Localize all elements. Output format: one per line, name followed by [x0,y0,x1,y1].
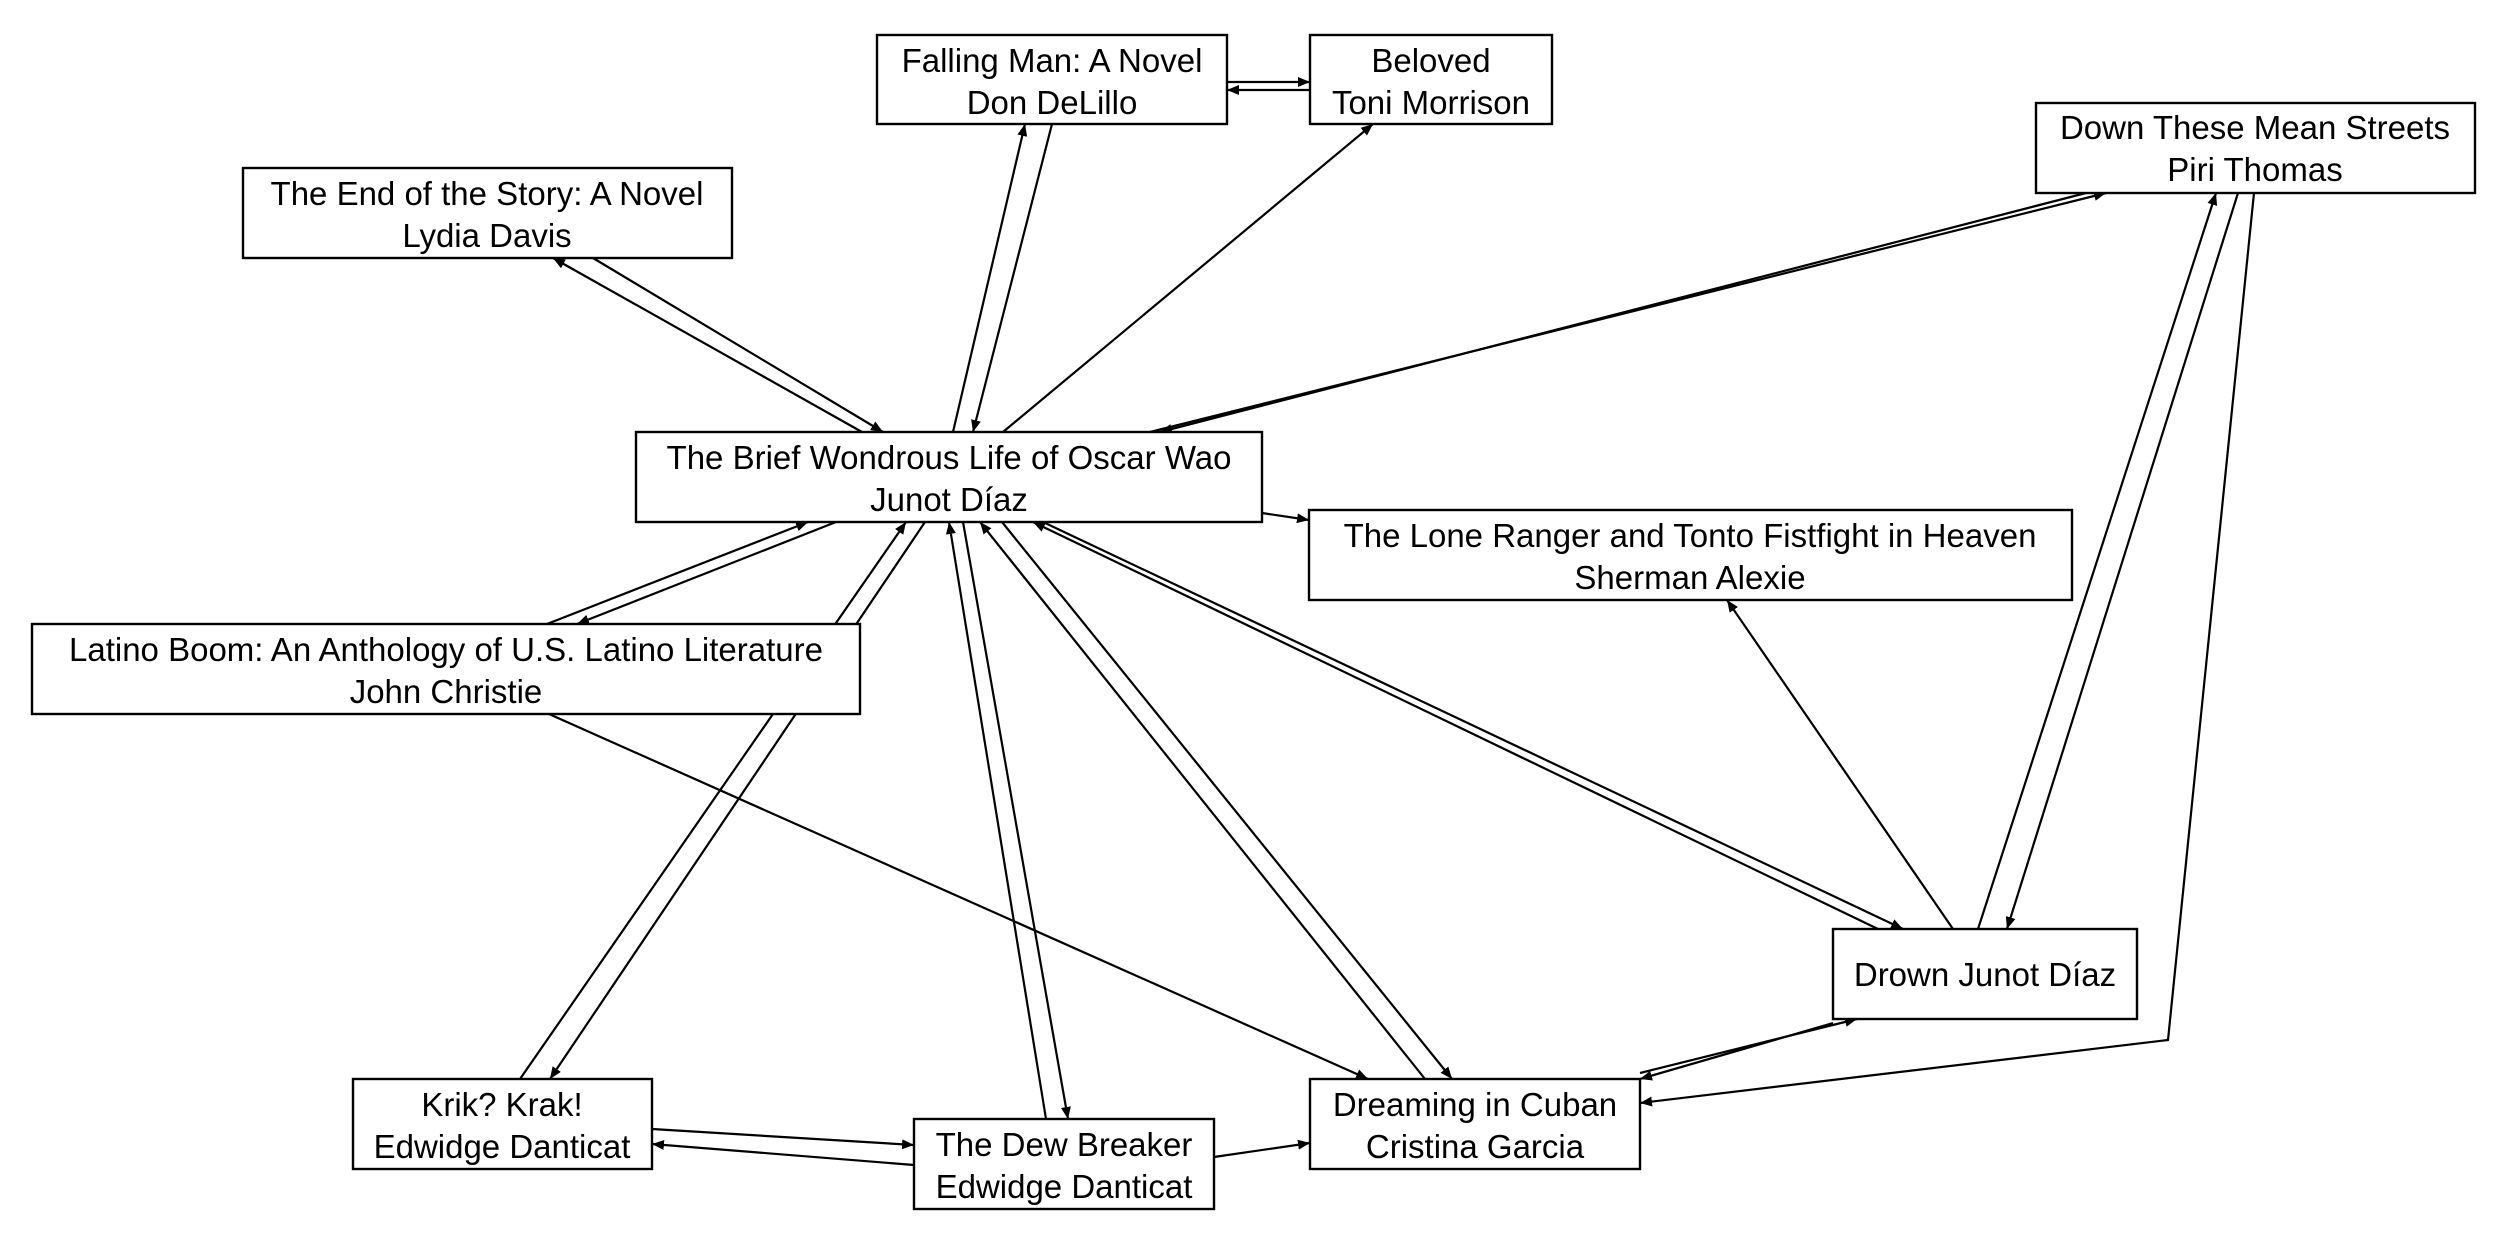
edge-oscar-to-beloved [1002,123,1374,433]
node-end-of-the-story[interactable]: The End of the Story: A Novel Lydia Davi… [241,166,734,260]
node-dreaming-in-cuban-title: Dreaming in Cuban [1333,1086,1617,1123]
edge-oscar-to-lone [1261,511,1310,524]
edge-dreaming-to-drown [1639,1017,1858,1075]
node-dreaming-in-cuban-box [1308,1077,1642,1171]
node-drown[interactable]: Drown Junot Díaz [1831,927,2139,1021]
node-beloved[interactable]: Beloved Toni Morrison [1308,33,1554,126]
node-falling-man-author: Don DeLillo [967,84,1138,121]
node-lone-ranger-title: The Lone Ranger and Tonto Fistfight in H… [1344,517,2037,554]
edge-falling-to-oscar [971,123,1054,433]
node-beloved-box [1308,33,1554,126]
node-drown-box [1831,927,2139,1021]
node-lone-ranger-author: Sherman Alexie [1574,559,1805,596]
edge-down-to-drown [2005,192,2240,930]
edge-drown-to-down [1976,192,2218,930]
edge-dew-to-krik [651,1139,915,1167]
node-oscar-wao-author: Junot Díaz [870,481,1028,518]
node-down-these-mean-streets-box [2034,101,2477,195]
node-falling-man-box [875,33,1229,126]
edge-oscar-to-down [1149,191,2107,434]
node-end-of-the-story-box [241,166,734,260]
edge-latino-to-dreaming [548,712,1369,1081]
edge-oscar-to-falling [951,123,1028,433]
node-krik-krak-box [351,1077,654,1171]
edge-drown-to-lone [1726,599,1954,930]
nodes-layer: Falling Man: A Novel Don DeLillo Beloved… [30,33,2477,1211]
node-dew-breaker-title: The Dew Breaker [936,1126,1193,1163]
node-down-these-mean-streets[interactable]: Down These Mean Streets Piri Thomas [2034,101,2477,195]
node-latino-boom-title: Latino Boom: An Anthology of U.S. Latino… [69,631,823,668]
edge-krik-to-oscar [519,521,907,1080]
edge-oscar-to-dew [961,521,1071,1120]
edge-oscar-to-drown [1042,521,1904,930]
edge-dreaming-to-oscar [979,521,1426,1080]
edge-oscar-to-latino [576,520,837,626]
node-falling-man-title: Falling Man: A Novel [902,42,1203,79]
edges-layer [519,77,2256,1167]
node-latino-boom-author: John Christie [350,673,543,710]
node-latino-boom[interactable]: Latino Boom: An Anthology of U.S. Latino… [30,622,862,716]
edge-dew-to-oscar [945,521,1048,1120]
node-dreaming-in-cuban[interactable]: Dreaming in Cuban Cristina Garcia [1308,1077,1642,1171]
edge-endstory-to-oscar [592,257,884,433]
node-lone-ranger-box [1307,508,2074,602]
node-drown-title: Drown Junot Díaz [1854,956,2116,993]
edge-down-to-oscar [1159,191,2087,434]
node-oscar-wao[interactable]: The Brief Wondrous Life of Oscar Wao Jun… [634,430,1264,524]
node-falling-man[interactable]: Falling Man: A Novel Don DeLillo [875,33,1229,126]
node-down-these-mean-streets-title: Down These Mean Streets [2060,109,2450,146]
node-krik-krak[interactable]: Krik? Krak! Edwidge Danticat [351,1077,654,1171]
node-beloved-title: Beloved [1371,42,1490,79]
edge-latino-to-oscar [546,520,809,626]
node-krik-krak-author: Edwidge Danticat [374,1128,631,1165]
node-beloved-author: Toni Morrison [1332,84,1530,121]
node-dew-breaker-box [912,1117,1216,1211]
node-dew-breaker[interactable]: The Dew Breaker Edwidge Danticat [912,1117,1216,1211]
edge-drown-to-oscar [1032,521,1879,930]
node-lone-ranger[interactable]: The Lone Ranger and Tonto Fistfight in H… [1307,508,2074,602]
node-end-of-the-story-author: Lydia Davis [402,217,571,254]
node-krik-krak-title: Krik? Krak! [421,1086,582,1123]
edge-krik-to-dew [651,1127,915,1150]
edge-oscar-to-dreaming [1001,521,1453,1080]
edge-oscar-to-krik [549,521,926,1080]
edge-oscar-to-endstory [552,257,863,433]
edge-down-to-dreaming [1639,192,2256,1107]
node-down-these-mean-streets-author: Piri Thomas [2167,151,2342,188]
node-latino-boom-box [30,622,862,716]
node-oscar-wao-title: The Brief Wondrous Life of Oscar Wao [667,439,1232,476]
node-end-of-the-story-title: The End of the Story: A Novel [271,175,704,212]
node-oscar-wao-box [634,430,1264,524]
node-dreaming-in-cuban-author: Cristina Garcia [1366,1128,1585,1165]
edge-dew-to-dreaming [1213,1139,1311,1159]
node-dew-breaker-author: Edwidge Danticat [936,1168,1193,1205]
